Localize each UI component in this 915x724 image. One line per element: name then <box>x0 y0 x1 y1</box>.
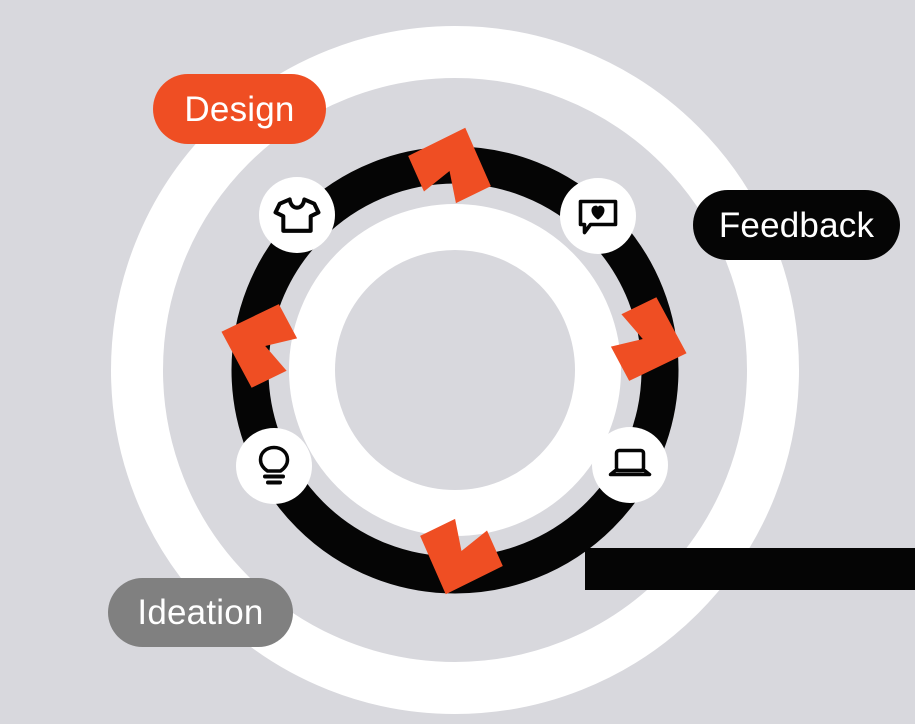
chat-bubble-shape <box>578 199 618 235</box>
tshirt-icon <box>273 197 321 233</box>
chevron-left-icon <box>420 518 503 595</box>
laptop-icon <box>608 448 652 477</box>
feedback-node[interactable] <box>560 178 636 254</box>
heart-icon <box>591 205 605 220</box>
design-node[interactable] <box>259 177 335 253</box>
inner-white-ring <box>289 204 621 536</box>
arrow-bottom <box>420 518 503 595</box>
chevron-right-icon <box>408 127 491 204</box>
lightbulb-icon <box>258 445 290 485</box>
label-ideation-text: Ideation <box>137 593 264 632</box>
outer-white-ring <box>111 26 799 714</box>
chevron-down-icon <box>610 297 687 381</box>
label-pill-ideation[interactable]: Ideation <box>108 578 293 647</box>
arrow-right <box>610 297 687 381</box>
build-node[interactable] <box>592 427 668 503</box>
ideation-node-circle <box>236 428 312 504</box>
ideation-node[interactable] <box>236 428 312 504</box>
arrow-left <box>221 304 298 388</box>
arrow-top <box>408 127 491 204</box>
design-node-circle <box>259 177 335 253</box>
label-feedback-text: Feedback <box>718 205 875 245</box>
chevron-up-icon <box>221 304 298 388</box>
build-node-circle <box>592 427 668 503</box>
chat-heart-icon <box>578 199 618 235</box>
label-pill-feedback[interactable]: Feedback <box>693 190 900 260</box>
label-design-text: Design <box>184 89 295 129</box>
label-pill-design[interactable]: Design <box>153 74 326 144</box>
track-tail <box>585 548 915 590</box>
